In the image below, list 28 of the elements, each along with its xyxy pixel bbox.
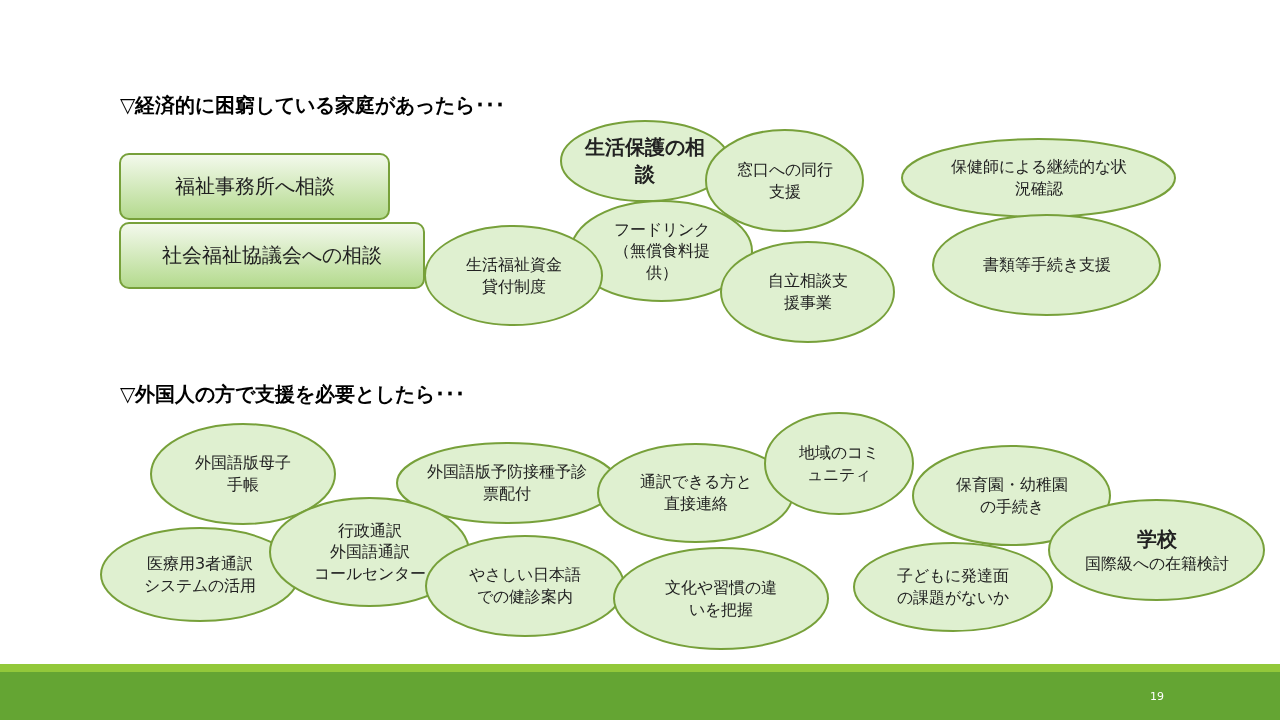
- node-text: 国際級への在籍検討: [1084, 552, 1229, 575]
- node-text: 窓口への同行支援: [735, 158, 834, 203]
- node-text: 外国語版母子手帳: [194, 452, 292, 496]
- node-text: 文化や習慣の違いを把握: [664, 576, 778, 621]
- node-text: 生活保護の相談: [585, 134, 705, 188]
- rounded-box: [119, 153, 390, 220]
- node-text: 書類等手続き支援: [982, 254, 1111, 276]
- node-text: 行政通訳: [337, 519, 402, 542]
- node-text: 通訳できる方と直接連絡: [638, 471, 753, 515]
- node-text: 地域のコミュニティ: [798, 441, 880, 486]
- node-text: 医療用3者通訳システムの活用: [143, 552, 257, 597]
- node-text: 外国語通訳: [329, 541, 410, 563]
- node-text: 保育園・幼稚園の手続き: [954, 473, 1069, 518]
- section-heading: ▽経済的に困窮している家庭があったら･･･: [120, 92, 506, 119]
- node-text: やさしい日本語での健診案内: [468, 564, 582, 608]
- node-text: コールセンター: [313, 562, 426, 585]
- node-text: フードリンク（無償食料提供）: [612, 218, 711, 284]
- node-text: 福祉事務所へ相談: [174, 173, 335, 200]
- node-text: 自立相談支援事業: [766, 270, 849, 314]
- node-text: 外国語版予防接種予診票配付: [427, 461, 587, 505]
- node-text: 子どもに発達面の課題がないか: [896, 565, 1010, 609]
- node-text: 社会福祉協議会への相談: [162, 242, 382, 269]
- node-text: 生活福祉資金貸付制度: [464, 253, 563, 298]
- page-number: 19: [1150, 690, 1164, 703]
- node-heading: 学校: [1136, 525, 1177, 553]
- rounded-box: [119, 222, 425, 289]
- node-text: 保健師による継続的な状況確認: [949, 156, 1128, 200]
- section-heading: ▽外国人の方で支援を必要としたら･･･: [120, 381, 466, 408]
